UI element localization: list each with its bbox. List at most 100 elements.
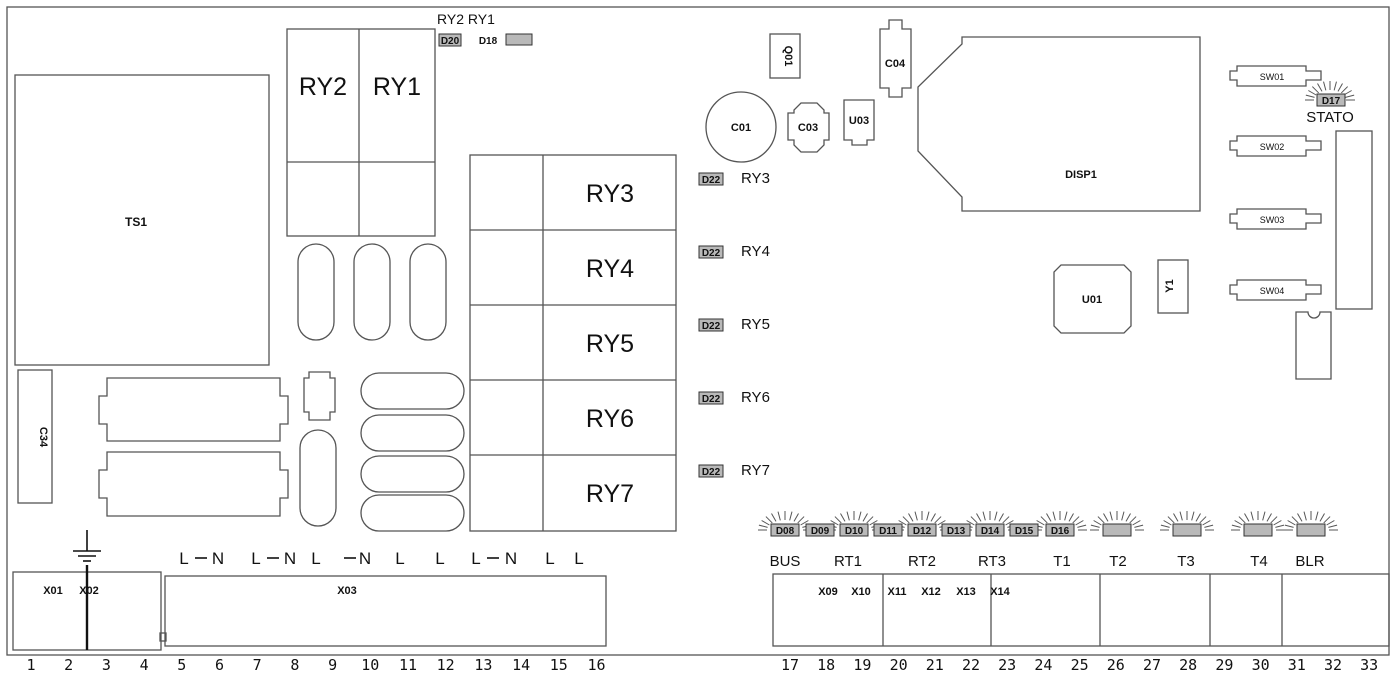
glow-ray [1275,524,1285,528]
label-x10: X10 [851,586,871,598]
label-stato: STATO [1306,109,1354,126]
pin-number: 2 [64,656,73,674]
glow-ray [1132,520,1141,526]
label-x01: X01 [43,585,63,597]
label-x12: X12 [921,586,941,598]
label-d15: D15 [1015,526,1034,537]
pin-number: 31 [1288,656,1306,674]
led-d18 [505,33,533,46]
pin-header [1335,130,1373,310]
glow-ray [998,513,1004,522]
led-d13 [941,523,971,537]
label-relay: RY5 [586,330,634,358]
label-c04: C04 [885,58,906,70]
glow-ray [765,516,773,524]
label-c01: C01 [731,122,751,134]
glow-ray [840,513,846,522]
led-unlabeled [1243,523,1273,537]
led-d09 [805,523,835,537]
label-ry-tag: RY4 [741,243,770,260]
glow-ray [761,520,770,526]
board-outline [6,6,1390,656]
transformer-ts1 [14,74,270,366]
glow-ray [1284,524,1294,528]
glow-ray [1234,520,1243,526]
glow-ray [858,511,862,521]
label-phase: L [395,549,404,568]
label-c03: C03 [798,122,818,134]
earth-icon [73,530,101,650]
glow-ray [1191,511,1195,521]
glow-ray [866,516,874,524]
label-d12: D12 [913,526,932,537]
led-d10 [839,523,869,537]
label-phase: N [359,549,371,568]
pin-number: 29 [1215,656,1233,674]
label-x14: X14 [990,586,1010,598]
label-u03: U03 [849,115,869,127]
label-ry-tag: RY3 [741,170,770,187]
glow-ray [994,511,998,521]
label-phase: L [179,549,188,568]
glow-ray [1036,520,1045,526]
glow-ray [966,520,975,526]
pin-number: 18 [817,656,835,674]
label-phase: L [545,549,554,568]
label-d22: D22 [702,394,721,405]
pin-number: 4 [140,656,149,674]
relay-block-ry1-ry2 [286,28,436,237]
glow-ray [862,513,868,522]
pin-number: 23 [998,656,1016,674]
label-relay: RY3 [586,180,634,208]
led-d22 [698,245,724,259]
glow-ray [1179,511,1183,521]
label-ry-tag: RY5 [741,316,770,333]
glow-ray [926,511,930,521]
glow-ray [1308,90,1317,96]
glow-ray [1202,520,1211,526]
glow-ray [846,511,850,521]
pin-number: 1 [26,656,35,674]
terminal-block-x03 [164,575,607,647]
glow-ray [914,511,918,521]
glow-ray [1337,83,1343,92]
switch-sw02 [1229,135,1322,157]
pin-number: 26 [1107,656,1125,674]
varistor-3 [409,243,447,341]
chip-u03 [843,99,875,146]
glow-ray [937,520,946,526]
label-ry-tag: RY6 [741,389,770,406]
pin-number: 8 [290,656,299,674]
label-relay: RY6 [586,405,634,433]
chip-dip [1295,311,1332,380]
pin-number: 28 [1179,656,1197,674]
glow-ray [1129,516,1137,524]
led-d22 [698,464,724,478]
label-ry1: RY1 [373,73,421,101]
label-phase: L [574,549,583,568]
label-led-function: T4 [1250,553,1268,570]
label-switch: SW04 [1260,286,1285,296]
glow-ray [1266,513,1272,522]
glow-ray [1323,81,1327,91]
label-d22: D22 [702,175,721,186]
glow-ray [1303,511,1307,521]
led-d22 [698,318,724,332]
glow-ray [1319,513,1325,522]
label-led-function: BLR [1295,553,1324,570]
pin-number: 12 [437,656,455,674]
label-led-function: T3 [1177,553,1195,570]
glow-ray [1238,516,1246,524]
glow-ray [1109,511,1113,521]
glow-ray [898,520,907,526]
label-ts1: TS1 [125,215,147,229]
glow-ray [1068,513,1074,522]
glow-ray [771,513,777,522]
glow-ray [982,511,986,521]
label-x09: X09 [818,586,838,598]
glow-ray [777,511,781,521]
label-phase: L [251,549,260,568]
label-phase: N [212,549,224,568]
glow-ray [970,516,978,524]
label-led-function: RT3 [978,553,1006,570]
